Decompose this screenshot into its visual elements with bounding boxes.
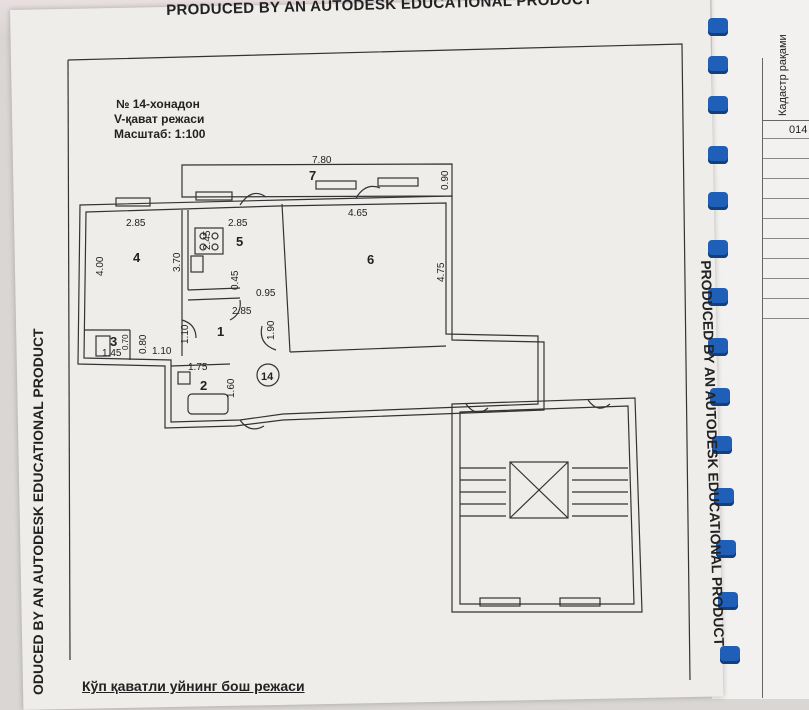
room-2-label: 2 [200,378,207,393]
cadastre-value: 014 [789,124,808,136]
apartment-number: 14 [261,371,274,383]
spiral-binding [700,0,750,699]
dim-095: 0.95 [256,288,276,299]
stair-window-b [559,597,601,607]
dim-160: 1.60 [226,378,237,398]
dim-285-room5: 2.85 [228,218,248,229]
dim-175: 1.75 [188,362,208,373]
dim-110-bath: 1.10 [152,346,172,357]
sheet-frame [67,43,691,681]
dim-285-room4: 2.85 [126,218,146,229]
room-6-label: 6 [367,252,374,267]
room-1-label: 1 [217,324,224,339]
room-4-label: 4 [133,250,141,265]
dim-370: 3.70 [172,252,183,272]
window-room5 [195,191,233,201]
cadastre-table: Кадастр рақами 014 [762,34,809,698]
door-6 [260,325,277,351]
dim-400: 4.00 [95,256,106,276]
bathtub [187,393,229,415]
plan-floor: V-қават режаси [114,112,204,126]
toilet [95,335,111,357]
wall-2 [170,363,231,367]
bath-sink [177,371,191,385]
dim-475: 4.75 [436,262,447,282]
dim-190: 1.90 [266,320,277,340]
plan-scale: Масштаб: 1:100 [114,127,206,141]
window-room6a [315,180,357,190]
window-room6b [377,177,419,187]
door-4 [181,319,197,339]
dim-145: 1.45 [102,348,122,359]
apartment-inner-wall [83,202,539,423]
dim-780: 7.80 [312,155,332,166]
door-5 [229,299,241,321]
apartment-outer-wall [77,195,545,429]
wall-5-6 [281,203,291,353]
window-room4 [115,197,151,207]
stair-window-a [479,597,521,607]
room-3-label: 3 [110,334,117,349]
cadastre-header-cell: Кадастр рақами [763,34,809,121]
balcony-door-6 [355,185,381,199]
plan-apartment-no: № 14-хонадон [116,97,200,111]
elevator-shaft [509,461,569,519]
dim-090: 0.90 [440,170,451,190]
room-7-label: 7 [309,168,316,183]
dim-245: 2.45 [202,230,213,250]
dim-110-hall: 1.10 [180,324,191,344]
dim-285-hall: 2.85 [232,306,252,317]
apartment-number-circle [256,363,280,387]
kitchen-sink [190,255,204,273]
dim-045: 0.45 [230,270,241,290]
dim-080: 0.80 [138,334,149,354]
stairwell-outer [451,397,643,613]
balcony-door-5 [239,192,267,206]
dim-070: 0.70 [121,334,130,350]
general-plan-caption: Кўп қаватли уйнинг бош режаси [82,678,305,694]
stove [194,227,224,255]
room-5-label: 5 [236,234,243,249]
dim-465: 4.65 [348,208,368,219]
wall-5-1 [187,287,241,291]
entrance-door [239,419,265,430]
second-page [712,0,809,699]
